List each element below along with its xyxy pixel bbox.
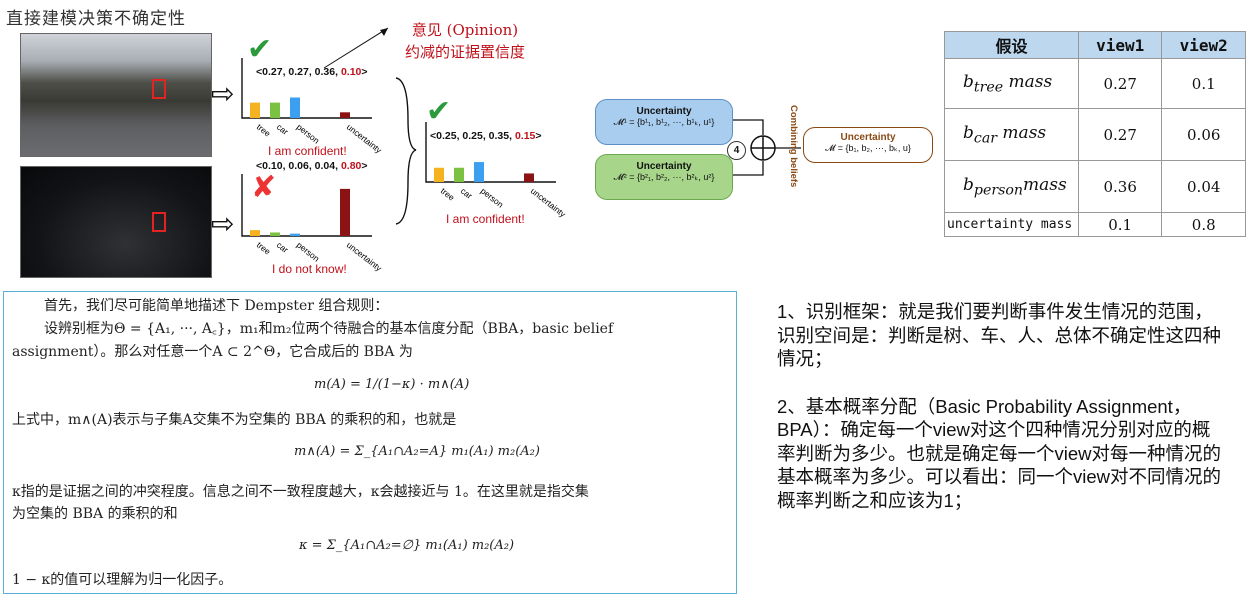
- bar-label-person: person: [295, 240, 322, 264]
- cross-icon: ✘: [251, 170, 277, 205]
- day-opinion-tuple: <0.27, 0.27, 0.36, 0.10>: [256, 66, 368, 78]
- explanation-notes: 1、识别框架：就是我们要判断事件发生情况的范围，识别空间是：判断是树、车、人、总…: [777, 300, 1222, 536]
- view1-value: 0.1: [1077, 212, 1163, 237]
- check-icon: ✔: [426, 94, 452, 129]
- bar-label-car: car: [459, 186, 475, 201]
- table-header-cell: 假设: [944, 31, 1079, 59]
- bar-car: [454, 167, 464, 182]
- view1-value: 0.27: [1077, 108, 1163, 161]
- bar-label-car: car: [275, 240, 291, 255]
- view2-value: 0.04: [1161, 160, 1246, 213]
- opinion-label: 意见 (Opinion): [411, 21, 519, 39]
- paragraph-line: κ指的是证据之间的冲突程度。信息之间不一致程度越大，κ会越接近与 1。在这里就是…: [12, 484, 589, 500]
- table-header-cell: view2: [1161, 31, 1246, 59]
- paragraph-line: 设辨别框为Θ = {A₁, ···, A꜀}，m₁和m₂位两个待融合的基本信度分…: [44, 321, 614, 337]
- view2-value: 0.1: [1161, 58, 1246, 109]
- formula-conjunctive-sum: m∧(A) = Σ_{A₁∩A₂=A} m₁(A₁) m₂(A₂): [294, 444, 540, 459]
- opinion-annotation: 意见 (Opinion) 约减的证据置信度: [390, 19, 540, 63]
- bar-person: [290, 97, 300, 118]
- step-number-badge: 4: [727, 141, 746, 160]
- chart-axis: [241, 174, 372, 237]
- fused-opinion-tuple: <0.25, 0.25, 0.35, 0.15>: [430, 130, 542, 142]
- bar-label-tree: tree: [439, 186, 457, 203]
- slide-title: 直接建模决策不确定性: [6, 9, 186, 29]
- chart-axis: [241, 58, 372, 119]
- bar-label-person: person: [295, 122, 322, 146]
- bar-car: [270, 102, 280, 118]
- bar-label-uncertainty: uncertainty: [345, 240, 385, 274]
- bar-person: [290, 233, 300, 236]
- bar-uncertainty: [524, 173, 534, 182]
- combining-beliefs-label: Combining beliefs: [788, 105, 799, 188]
- table-header-row: 假设 view1 view2: [944, 31, 1246, 59]
- bar-label-person: person: [479, 186, 506, 210]
- table-row: uncertainty mass 0.1 0.8: [944, 212, 1246, 237]
- uncertainty-box-view2: Uncertainty 𝓜² = {b²₁, b²₂, ···, b²ₖ, u²…: [595, 154, 733, 200]
- fused-caption: I am confident!: [446, 212, 525, 226]
- night-caption: I do not know!: [272, 262, 347, 276]
- bar-person: [474, 162, 484, 182]
- bar-uncertainty: [340, 188, 350, 236]
- day-scene-image: [20, 33, 212, 157]
- uncertainty-box-title: Uncertainty: [636, 161, 692, 172]
- night-scene-image: [20, 166, 212, 278]
- bar-label-uncertainty: uncertainty: [345, 122, 385, 156]
- opinion-arrow: [323, 27, 389, 69]
- bar-label-tree: tree: [255, 122, 273, 139]
- detection-box: [152, 212, 166, 232]
- dempster-rule-excerpt: 首先，我们尽可能简单地描述下 Dempster 组合规则： 设辨别框为Θ = {…: [3, 291, 737, 594]
- bar-tree: [250, 102, 260, 118]
- uncertainty-box-title: Uncertainty: [636, 106, 692, 117]
- combined-uncertainty-box: Uncertainty 𝓜 = {b₁, b₂, ···, bₖ, u}: [803, 127, 933, 163]
- formula-conflict-kappa: κ = Σ_{A₁∩A₂=∅} m₁(A₁) m₂(A₂): [299, 538, 515, 553]
- merge-bracket: [395, 77, 417, 225]
- view1-value: 0.27: [1077, 58, 1163, 109]
- chart-axis: [425, 122, 556, 183]
- bar-label-tree: tree: [255, 240, 273, 257]
- row-label: btree mass: [944, 58, 1079, 109]
- paragraph-line: 首先，我们尽可能简单地描述下 Dempster 组合规则：: [44, 298, 389, 314]
- note-paragraph: 1、识别框架：就是我们要判断事件发生情况的范围，识别空间是：判断是树、车、人、总…: [777, 301, 1222, 369]
- view2-value: 0.06: [1161, 108, 1246, 161]
- bar-uncertainty: [340, 112, 350, 118]
- table-row: bcar mass 0.27 0.06: [944, 108, 1246, 161]
- uncertainty-box-formula: 𝓜¹ = {b¹₁, b¹₂, ···, b¹ₖ, u¹}: [613, 117, 715, 127]
- combine-connectors: [733, 119, 801, 176]
- combined-box-formula: 𝓜 = {b₁, b₂, ···, bₖ, u}: [825, 143, 911, 153]
- uncertainty-box-view1: Uncertainty 𝓜¹ = {b¹₁, b¹₂, ···, b¹ₖ, u¹…: [595, 99, 733, 145]
- bar-car: [270, 232, 280, 236]
- paragraph-line: 1 − κ的值可以理解为归一化因子。: [12, 572, 233, 588]
- bar-tree: [250, 230, 260, 236]
- table-row: btree mass 0.27 0.1: [944, 58, 1246, 109]
- row-label: bpersonmass: [944, 160, 1079, 213]
- arrow-right-icon: ⇨: [211, 207, 235, 240]
- view2-value: 0.8: [1161, 212, 1246, 237]
- paragraph-line: 上式中，m∧(A)表示与子集A交集不为空集的 BBA 的乘积的和，也就是: [12, 412, 457, 428]
- table-header-cell: view1: [1077, 31, 1163, 59]
- paragraph-line: 为空集的 BBA 的乘积的和: [12, 506, 178, 522]
- bar-label-uncertainty: uncertainty: [529, 186, 569, 220]
- row-label: uncertainty mass: [944, 212, 1079, 237]
- uncertainty-box-formula: 𝓜² = {b²₁, b²₂, ···, b²ₖ, u²}: [613, 172, 715, 182]
- arrow-right-icon: ⇨: [211, 77, 235, 110]
- formula-combined-bba: m(A) = 1/(1−κ) · m∧(A): [314, 377, 470, 392]
- opinion-sublabel: 约减的证据置信度: [404, 43, 525, 61]
- bar-label-car: car: [275, 122, 291, 137]
- view1-value: 0.36: [1077, 160, 1163, 213]
- view-mass-table: 假设 view1 view2 btree mass 0.27 0.1 bcar …: [944, 31, 1246, 237]
- paragraph-line: assignment）。那么对任意一个A ⊂ 2^Θ，它合成后的 BBA 为: [12, 344, 413, 360]
- day-caption: I am confident!: [268, 144, 347, 158]
- combined-box-title: Uncertainty: [840, 132, 896, 143]
- check-icon: ✔: [247, 32, 273, 67]
- night-opinion-tuple: <0.10, 0.06, 0.04, 0.80>: [256, 160, 368, 172]
- row-label: bcar mass: [944, 108, 1079, 161]
- note-paragraph: 2、基本概率分配（Basic Probability Assignment，BP…: [777, 395, 1222, 511]
- bar-tree: [434, 167, 444, 182]
- detection-box: [152, 79, 166, 99]
- table-row: bpersonmass 0.36 0.04: [944, 160, 1246, 213]
